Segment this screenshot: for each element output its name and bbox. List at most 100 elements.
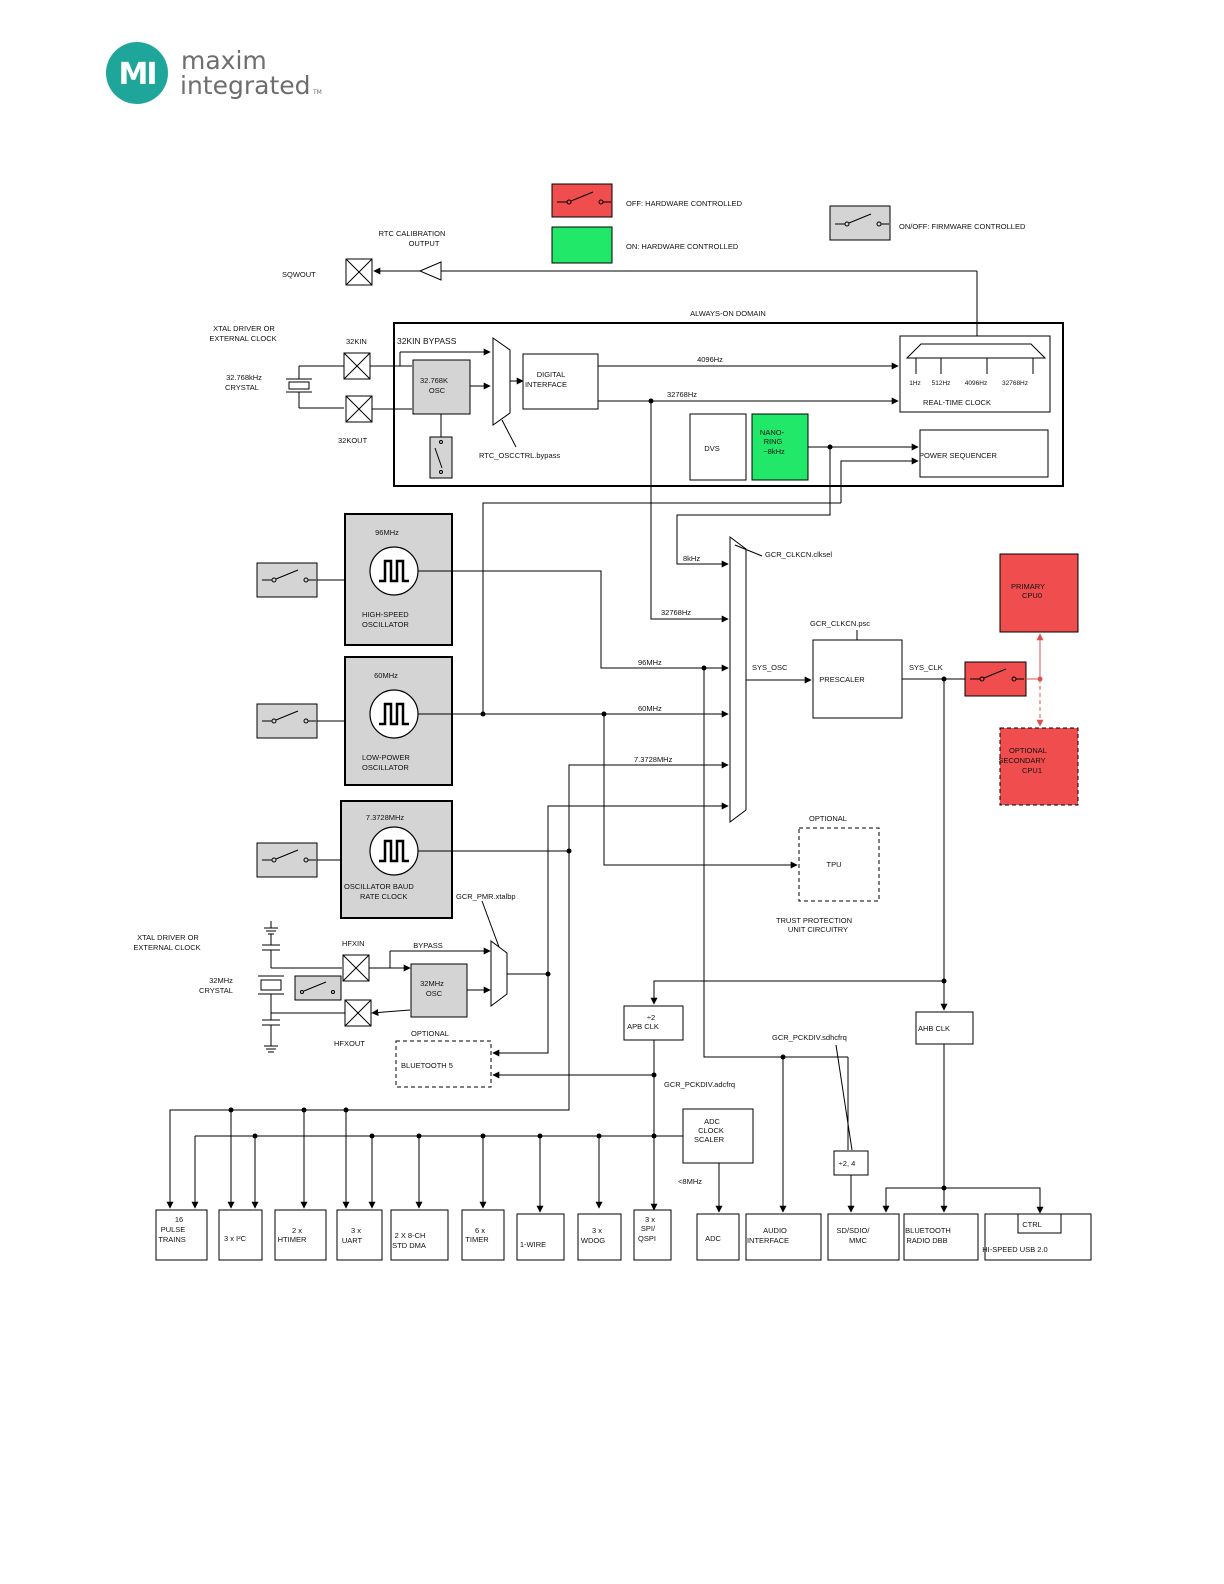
- prescaler-label: PRESCALER: [819, 675, 865, 684]
- lt8mhz-label: <8MHz: [678, 1177, 702, 1186]
- rtc-tap-32768: 32768Hz: [1002, 380, 1028, 387]
- baud-osc-name-1: OSCILLATOR BAUD: [344, 882, 414, 891]
- diagram-label: 2 x: [292, 1226, 302, 1235]
- pin-32kout-label: 32KOUT: [338, 436, 368, 445]
- logo-mark-circle: [106, 42, 168, 104]
- crystal32-label-2: CRYSTAL: [225, 383, 259, 392]
- baud-rate-oscillator: 7.3728MHz OSCILLATOR BAUD RATE CLOCK: [256, 761, 729, 919]
- tpu-box: [798, 827, 880, 902]
- rtc-bypass-label: RTC_OSCCTRL.bypass: [479, 451, 560, 460]
- crystal-32k-symbol: [286, 365, 344, 409]
- adc-scaler-3: SCALER: [694, 1135, 725, 1144]
- lp-osc-name-1: LOW-POWER: [362, 753, 410, 762]
- bypass32-label: 32KIN BYPASS: [397, 336, 457, 346]
- digital-interface-box: [522, 353, 599, 410]
- rtc-tap-1hz: 1Hz: [909, 380, 921, 387]
- diagram-label: 3 x: [351, 1226, 361, 1235]
- secondary-cpu-3: CPU1: [1022, 766, 1042, 775]
- f32768-label: 32768Hz: [667, 390, 697, 399]
- hf-mux: [490, 940, 508, 1007]
- hf-crystal-symbol: [258, 921, 345, 1053]
- tpu-section: OPTIONAL TPU TRUST PROTECTION UNIT CIRCU…: [603, 714, 880, 934]
- legend-hw-on-swatch: [551, 226, 613, 264]
- dvs-box: [689, 413, 747, 481]
- adc-scaler-1: ADC: [704, 1117, 720, 1126]
- psc-label: GCR_CLKCN.psc: [810, 619, 870, 628]
- periph-dma: [390, 1209, 449, 1261]
- power-seq-label: POWER SEQUENCER: [919, 451, 998, 460]
- diagram-label: 1-WIRE: [520, 1240, 546, 1249]
- usb-ctrl-box: [1017, 1213, 1062, 1234]
- rtc-tap-512: 512Hz: [932, 380, 951, 387]
- rtc-box: [899, 335, 1051, 413]
- mux-sel-label: GCR_CLKCN.clksel: [765, 550, 832, 559]
- system-clock-mux: GCR_CLKCN.clksel 8kHz 32768Hz 96MHz 60MH…: [634, 536, 965, 823]
- diagram-label: INTERFACE: [747, 1236, 789, 1245]
- diagram-label: AUDIO: [763, 1226, 787, 1235]
- nanoring-label-2: RING: [764, 437, 783, 446]
- hf-bypass-label: BYPASS: [413, 941, 442, 950]
- hs-osc-name-1: HIGH-SPEED: [362, 610, 409, 619]
- nanoring-box: [751, 413, 809, 481]
- cpu-section: PRIMARY CPU0 OPTIONAL SECONDARY CPU1: [964, 553, 1079, 806]
- hf-crystal-1: 32MHz: [209, 976, 233, 985]
- nanoring-label-1: NANO-: [760, 428, 785, 437]
- usb-ctrl-label: CTRL: [1022, 1220, 1042, 1229]
- apb-clk-box: [623, 1005, 684, 1041]
- hfxin-label: HFXIN: [342, 939, 365, 948]
- hf-xtal-2: EXTERNAL CLOCK: [133, 943, 200, 952]
- baud-osc-freq: 7.3728MHz: [366, 813, 405, 822]
- nanoring-label-3: ~8kHz: [763, 447, 785, 456]
- tpu-desc-1: TRUST PROTECTION: [776, 916, 852, 925]
- diagram-label: TIMER: [465, 1235, 489, 1244]
- power-sequencer-box: [919, 429, 1049, 478]
- legend-fw-swatch: [829, 205, 891, 241]
- diagram-label: RADIO DBB: [906, 1236, 947, 1245]
- diagram-label: SPI/: [641, 1224, 656, 1233]
- ahb-clk-box: [915, 1011, 974, 1045]
- diagram-label: ADC: [705, 1234, 721, 1243]
- logo-line1: maxim: [181, 46, 267, 75]
- osc32-label-1: 32.768K: [420, 376, 448, 385]
- lp-osc-freq: 60MHz: [374, 671, 398, 680]
- mux-in-96: 96MHz: [638, 658, 662, 667]
- prescaler-box: [812, 639, 903, 719]
- aon-domain-box: [393, 322, 1064, 487]
- secondary-cpu-1: OPTIONAL: [1009, 746, 1047, 755]
- apb-label-1: ÷2: [647, 1013, 655, 1022]
- hf-osc-box: [410, 963, 468, 1018]
- low-power-oscillator: 60MHz LOW-POWER OSCILLATOR: [256, 656, 729, 786]
- legend: OFF: HARDWARE CONTROLLED ON: HARDWARE CO…: [551, 183, 1026, 264]
- diagram-label: UART: [342, 1236, 363, 1245]
- maxim-logo: MI maxim integrated TM: [0, 0, 360, 120]
- hf-crystal-section: XTAL DRIVER OR EXTERNAL CLOCK 32MHz CRYS…: [133, 802, 729, 1057]
- diagram-label: 16: [175, 1215, 183, 1224]
- ahb-label: AHB CLK: [918, 1024, 950, 1033]
- rtc-cal-label-2: OUTPUT: [409, 239, 440, 248]
- primary-cpu-box: [999, 553, 1079, 633]
- logo-mark-text: MI: [118, 57, 155, 92]
- hs-osc-name-2: OSCILLATOR: [362, 620, 409, 629]
- hf-crystal-2: CRYSTAL: [199, 986, 233, 995]
- hf-osc-1: 32MHz: [420, 979, 444, 988]
- diagram-label: SD/SDIO/: [837, 1226, 871, 1235]
- primary-cpu-1: PRIMARY: [1011, 582, 1045, 591]
- diagram-label: PULSE: [161, 1225, 186, 1234]
- hfxout-label: HFXOUT: [334, 1039, 365, 1048]
- baud-osc-name-2: RATE CLOCK: [360, 892, 407, 901]
- periph-pulse-trains: [155, 1209, 208, 1261]
- diagram-label: 3 x: [645, 1215, 655, 1224]
- pin-32kout: [345, 395, 373, 423]
- diagram-label: STD DMA: [392, 1241, 426, 1250]
- sysclk-mux: [729, 536, 747, 823]
- primary-cpu-2: CPU0: [1022, 591, 1042, 600]
- rtc-label: REAL-TIME CLOCK: [923, 398, 991, 407]
- hf-pmr-label: GCR_PMR.xtalbp: [456, 892, 516, 901]
- bluetooth5-section: OPTIONAL BLUETOOTH 5: [395, 1029, 657, 1088]
- periph-sdhc: [827, 1213, 900, 1261]
- sqwout-pin: [345, 258, 373, 286]
- div24-box: [833, 1150, 869, 1176]
- lp-osc-name-2: OSCILLATOR: [362, 763, 409, 772]
- sqwout-label: SQWOUT: [282, 270, 316, 279]
- pin-32kin-label: 32KIN: [346, 337, 367, 346]
